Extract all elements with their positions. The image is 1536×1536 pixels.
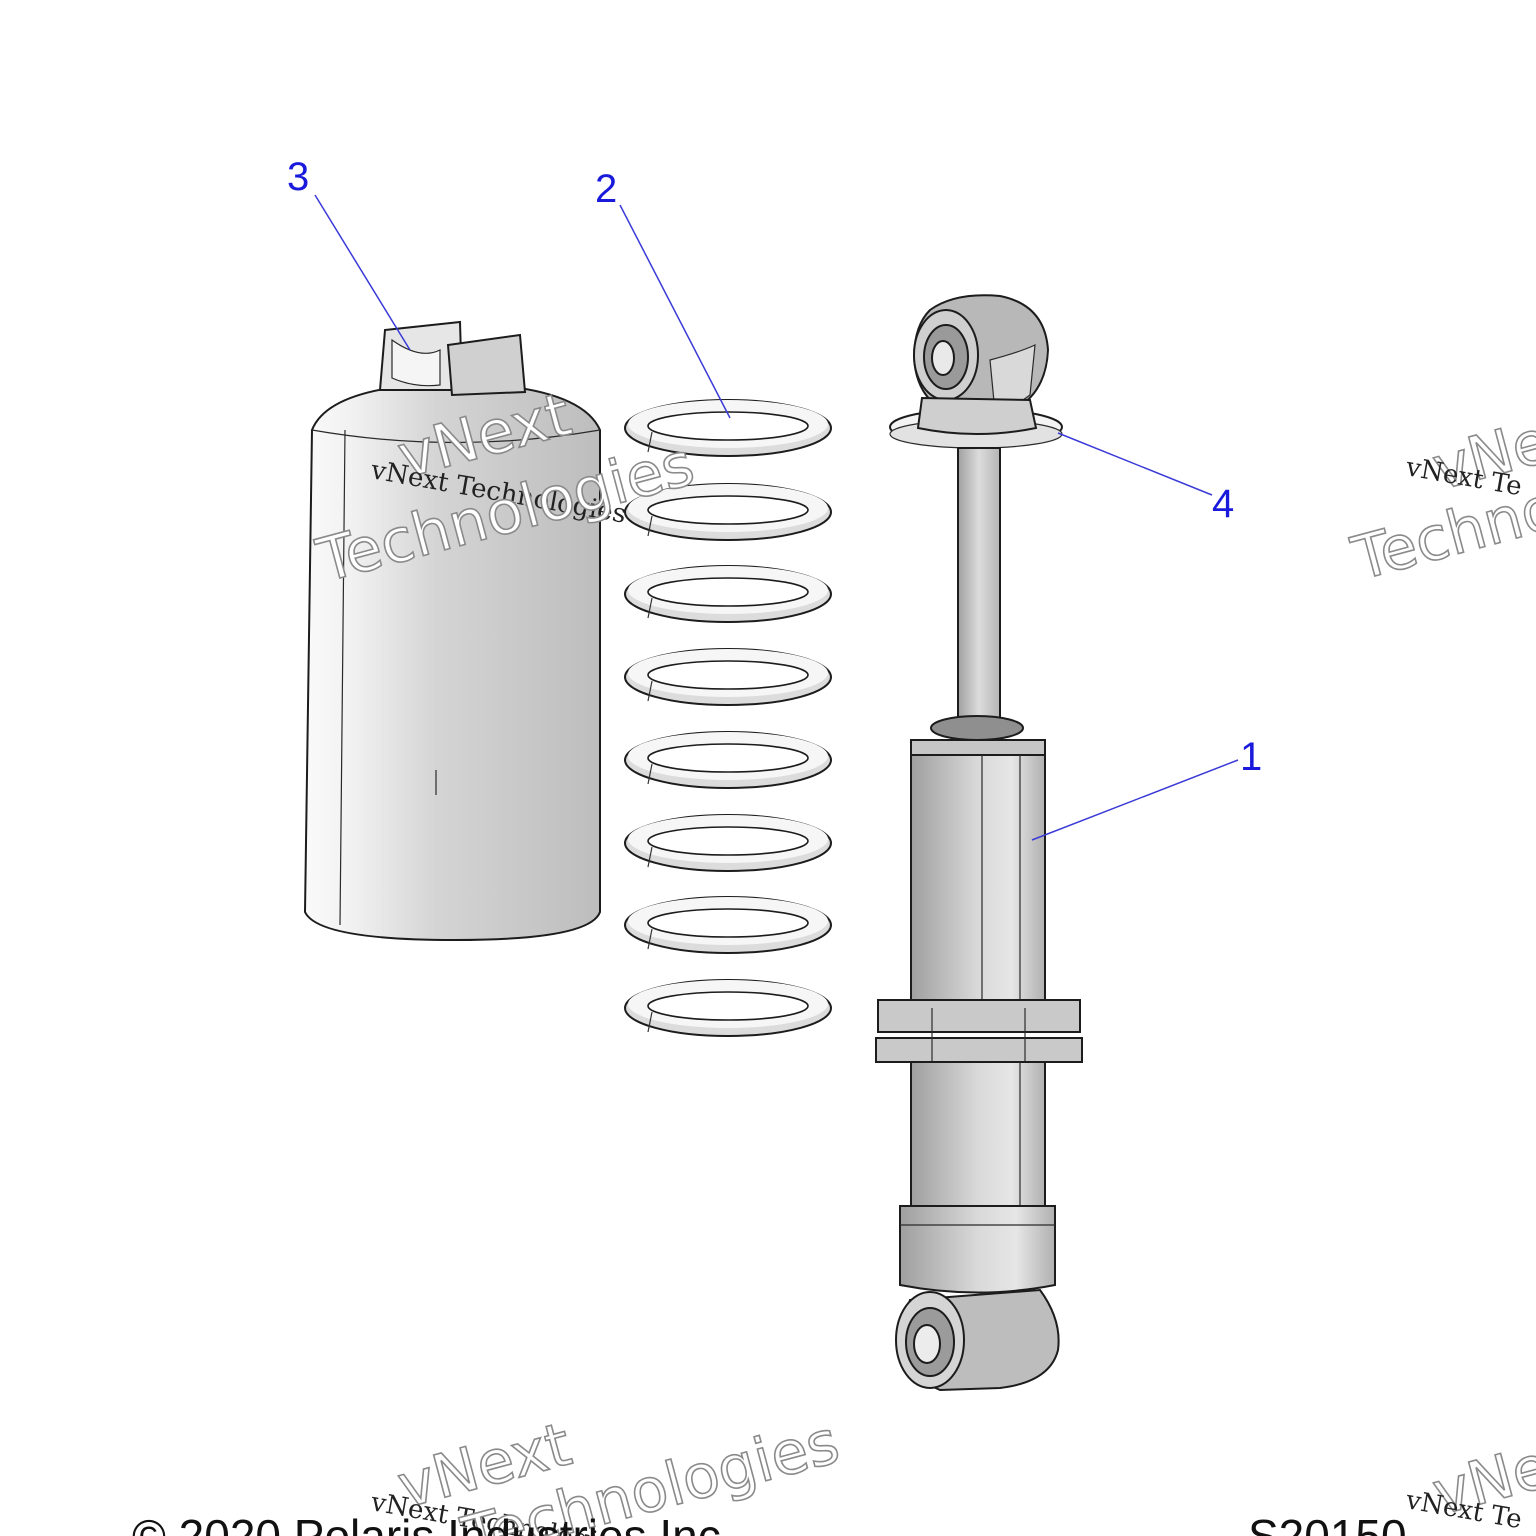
spring-coil (624, 814, 832, 872)
spring-seat-washer-part (889, 396, 1063, 449)
callout-2[interactable]: 2 (595, 167, 617, 211)
spring-coil (624, 399, 832, 457)
spring-coil (624, 731, 832, 789)
leader-3 (314, 194, 411, 351)
spring-coil (624, 483, 832, 541)
watermark-right: vNe vNext Te Techno (1344, 406, 1536, 596)
callout-3[interactable]: 3 (287, 155, 309, 199)
spring-coil (624, 565, 832, 623)
diagram-code: S20150 (1248, 1510, 1407, 1536)
spring-coil (624, 979, 832, 1037)
callouts: 1 2 3 4 (287, 155, 1262, 779)
copyright-text: © 2020 Polaris Industries Inc. (132, 1510, 734, 1536)
spring-coil (624, 896, 832, 954)
callout-4[interactable]: 4 (1212, 482, 1234, 526)
leader-2 (619, 204, 731, 419)
leader-1 (1031, 759, 1239, 841)
leader-4 (1057, 432, 1213, 496)
shock-absorber-part (875, 294, 1083, 1392)
footer: © 2020 Polaris Industries Inc. S20150 (132, 1510, 1407, 1536)
callout-1[interactable]: 1 (1240, 735, 1262, 779)
spring-coil (624, 648, 832, 706)
watermark-bottom-right: vNe vNext Te (1403, 1431, 1536, 1535)
spring-part (624, 399, 832, 1037)
leader-lines (314, 194, 1239, 841)
